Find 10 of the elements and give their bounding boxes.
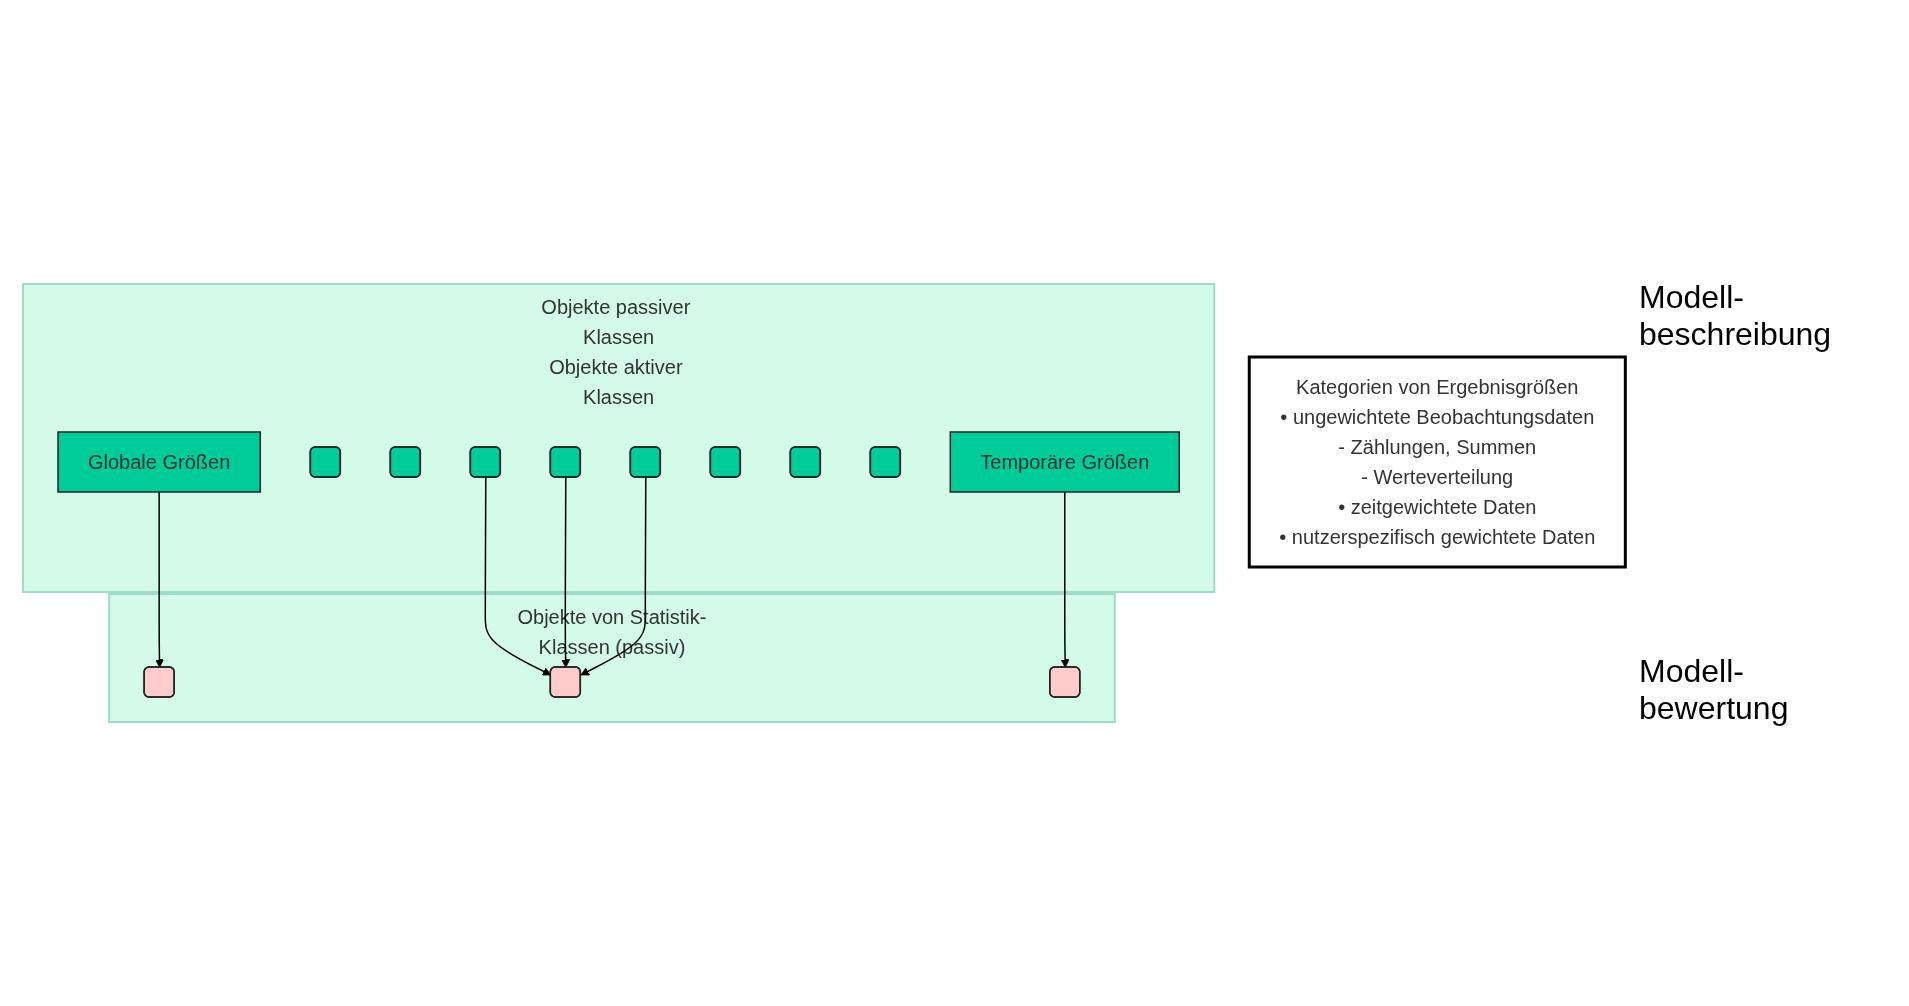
arrow xyxy=(561,476,571,668)
side-label: Modell- beschreibung xyxy=(1639,279,1833,353)
node-box: Temporäre Größen xyxy=(949,431,1181,493)
arrow xyxy=(1061,491,1070,668)
arrow xyxy=(484,476,552,676)
side-label: Modell- bewertung xyxy=(1639,653,1790,727)
node-box: Kategorien von Ergebnisgrößen • ungewichtete Beobachtungsdaten - Zählungen, Summen - Werteverteilung • zeitgewichtete Daten • nutzerspezifisch gewichtete Daten xyxy=(1248,355,1628,569)
arrow xyxy=(580,476,647,676)
node-box: Globale Größen xyxy=(57,431,262,493)
arrow xyxy=(155,491,165,668)
